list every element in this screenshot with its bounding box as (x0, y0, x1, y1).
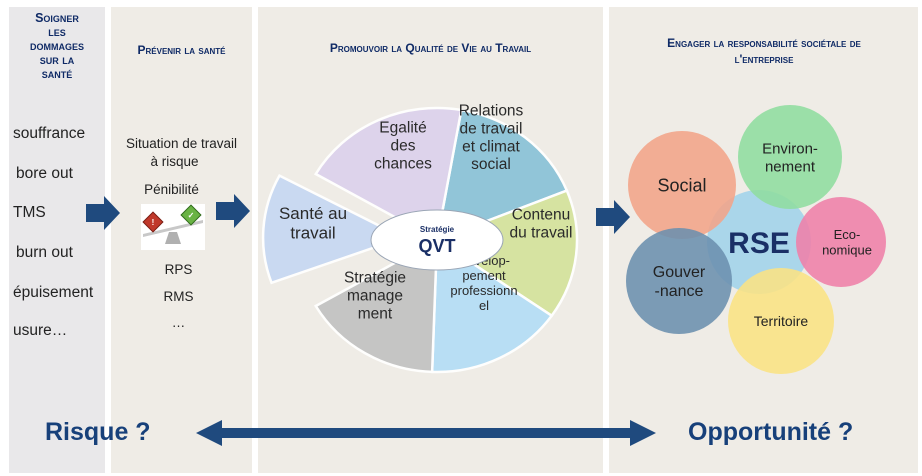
panel-soigner (9, 7, 105, 473)
label-opportunite: Opportunité ? (688, 418, 854, 446)
svg-text:!: ! (152, 218, 155, 227)
item-tms: TMS (13, 204, 46, 221)
qvt-slice (430, 237, 554, 374)
qvt-slice-label: professionn (450, 283, 517, 298)
item-souffrance: souffrance (13, 125, 86, 142)
rse-venn: RSE Social Environ-nementEco-nomiqueTerrit… (626, 105, 886, 374)
item-bore-out: bore out (16, 165, 73, 182)
rse-center-label: RSE (728, 227, 790, 260)
rse-circle (728, 268, 834, 374)
qvt-slice-label: social (471, 156, 511, 173)
text-a-risque: à risque (150, 154, 199, 169)
item-epuisement: épuisement (13, 284, 94, 301)
qvt-slice-label: Santé au (279, 204, 347, 223)
center-small-label: Stratégie (420, 225, 455, 234)
text-situation: Situation de travail (125, 136, 238, 151)
title-qvt: Promouvoir la Qualité de Vie au Travail (329, 41, 532, 55)
rse-circle (628, 131, 736, 239)
arrow-right-icon (596, 200, 630, 234)
balance-scale-icon: ! ✓ (141, 204, 205, 250)
qvt-slice-label: travail (290, 224, 335, 243)
rse-circle-label: Territoire (754, 313, 809, 329)
rse-circles: RSE Social Environ-nementEco-nomiqueTerrit… (626, 105, 886, 374)
label-risque: Risque ? (45, 418, 151, 446)
item-burn-out: burn out (16, 244, 73, 261)
qvt-slice-label: Stratégie (344, 270, 406, 287)
rse-circle-label: Social (657, 175, 706, 195)
arrow-right-icon (216, 194, 250, 228)
rse-circle-label: -nance (655, 283, 704, 300)
qvt-center (370, 209, 504, 271)
title-prevenir: Prévenir la santé (137, 43, 226, 57)
text-rms: RMS (163, 289, 194, 304)
rse-circle (626, 228, 732, 334)
qvt-slice (314, 106, 463, 242)
rse-circle-label: nomique (822, 242, 872, 257)
arrow-right-icon (86, 196, 120, 230)
qvt-slice-label: el (479, 298, 489, 313)
qvt-slice-label: manage (347, 287, 403, 304)
qvt-slice (314, 237, 439, 374)
qvt-slice-label: Contenu (512, 207, 571, 224)
qvt-slice-label: Relations (459, 103, 524, 120)
qvt-slice-label: Egalité (379, 120, 426, 137)
qvt-slice-label: pement (462, 268, 506, 283)
text-penibilite: Pénibilité (144, 182, 199, 197)
qvt-slice-label: des (391, 137, 416, 154)
rse-center-circle (707, 190, 811, 294)
qvt-slice-label: du travail (510, 224, 573, 241)
title-soigner: Soigner les dommages sur la santé (30, 11, 84, 81)
text-ellipsis: … (171, 315, 186, 330)
qvt-slice-label: ment (358, 305, 393, 322)
rse-circle-label: Eco- (834, 227, 861, 242)
qvt-slice (261, 174, 407, 285)
rse-circle-label: nement (765, 158, 816, 175)
qvt-slice-label: de travail (460, 121, 523, 138)
qvt-slice (434, 188, 579, 318)
rse-circle (738, 105, 842, 209)
rse-circle-label: Gouver (653, 264, 706, 281)
qvt-slice-label: chances (374, 155, 432, 172)
qvt-slice-label: et climat (462, 138, 520, 155)
svg-text:✓: ✓ (188, 211, 195, 220)
center-big-label: QVT (418, 236, 455, 256)
rse-circle-label: Environ- (762, 140, 818, 157)
text-rps: RPS (164, 262, 193, 277)
qvt-slice (435, 108, 569, 242)
rse-circle (796, 197, 886, 287)
double-arrow-icon (196, 420, 656, 446)
qvt-pie (261, 106, 579, 374)
title-rse: Engager la responsabilité sociétale de l… (667, 36, 861, 66)
item-usure: usure… (13, 322, 68, 339)
